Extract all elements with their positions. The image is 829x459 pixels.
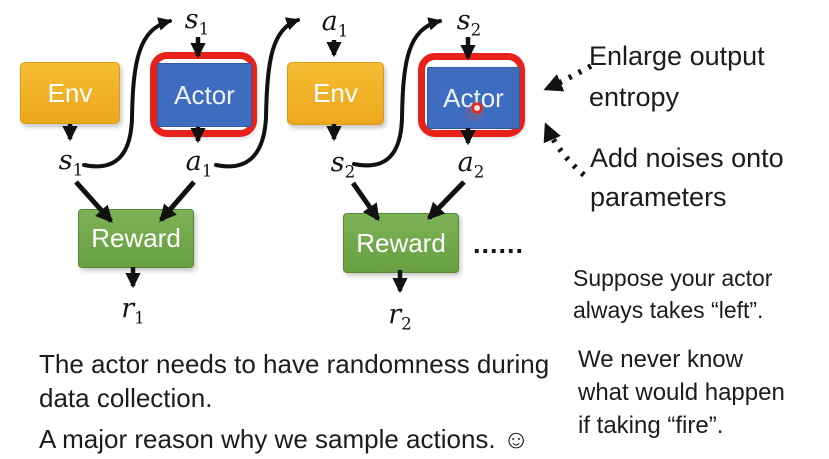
- curve-s1-to-s1top: [82, 17, 172, 169]
- dotted-arrow-enlarge-to-actor2: [543, 63, 593, 92]
- curve-s2-to-s2top: [352, 17, 442, 168]
- label-s1-top: s1: [184, 4, 210, 39]
- laser-pointer-dot: [465, 101, 484, 122]
- label-s1-out: s1: [58, 145, 84, 180]
- reward2-box: Reward: [343, 213, 459, 273]
- reward2-label: Reward: [356, 227, 446, 258]
- env2-box: Env: [287, 62, 384, 125]
- annotation-add-noises: Add noises onto parameters: [590, 143, 784, 212]
- label-r2: r2: [388, 299, 412, 334]
- actor1-label: Actor: [174, 79, 235, 110]
- label-s2-top: s2: [456, 5, 482, 40]
- annotation-enlarge-entropy: Enlarge output entropy: [589, 41, 765, 112]
- env1-label: Env: [47, 77, 93, 108]
- env2-label: Env: [313, 78, 358, 108]
- actor1-box: Actor: [157, 63, 252, 127]
- arrow-a1-to-reward1: [159, 180, 196, 222]
- actor2-box: Actor: [427, 67, 520, 129]
- label-r1: r1: [121, 293, 145, 328]
- label-s2-out: s2: [330, 147, 356, 182]
- curve-a1-to-a1top: [214, 17, 300, 169]
- reward1-label: Reward: [91, 223, 181, 253]
- label-a1-top: a1: [321, 6, 349, 41]
- label-a1-out: a1: [185, 146, 213, 181]
- arrow-a2-to-reward2: [427, 180, 466, 220]
- label-a2-out: a2: [457, 147, 485, 182]
- dotted-arrow-noises-to-actor2: [543, 122, 586, 178]
- continuation-ellipsis: ......: [473, 229, 525, 259]
- arrow-s2-to-reward2: [350, 181, 381, 222]
- note-sample-reason: A major reason why we sample actions. ☺: [39, 424, 530, 454]
- note-randomness: The actor needs to have randomness durin…: [39, 349, 550, 413]
- arrow-s1-to-reward1: [74, 180, 113, 223]
- note-never-know-fire: We never know what would happen if takin…: [578, 346, 785, 439]
- note-suppose-left: Suppose your actor always takes “left”.: [573, 265, 773, 323]
- env1-box: Env: [20, 62, 120, 124]
